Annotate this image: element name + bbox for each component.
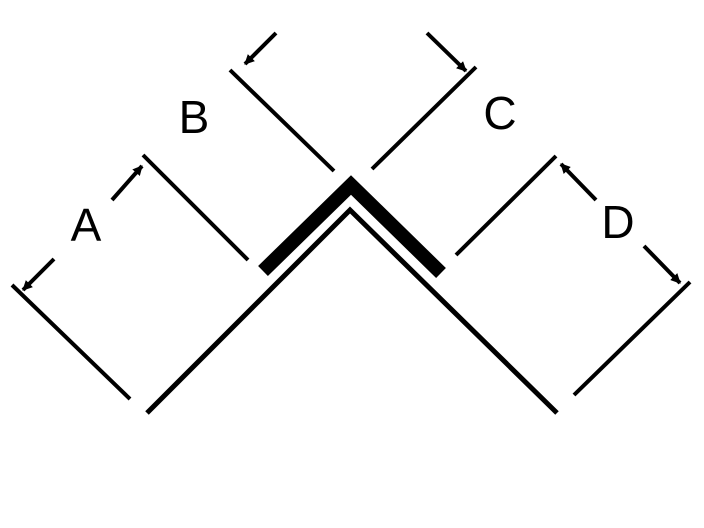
label-c: C <box>483 87 516 139</box>
label-b: B <box>179 91 210 143</box>
extension-line-a-outer <box>10 283 132 401</box>
dimension-arrow-a-lower <box>21 257 56 292</box>
label-d: D <box>601 196 634 248</box>
outer-profile-line <box>145 206 559 415</box>
dimension-arrow-b <box>243 31 278 66</box>
inner-thick-profile <box>258 175 446 279</box>
extension-line-d-outer <box>572 280 692 397</box>
dimension-arrow-d-upper <box>559 162 598 202</box>
dimension-arrow-d-lower <box>642 244 682 285</box>
dimension-arrow-a-upper <box>110 164 144 202</box>
extension-line-a-inner <box>141 153 250 262</box>
extension-line-d-inner <box>454 154 558 257</box>
extension-line-b <box>228 68 336 173</box>
extension-line-c <box>370 65 478 171</box>
dimension-arrow-c <box>425 31 468 73</box>
label-a: A <box>71 199 102 251</box>
